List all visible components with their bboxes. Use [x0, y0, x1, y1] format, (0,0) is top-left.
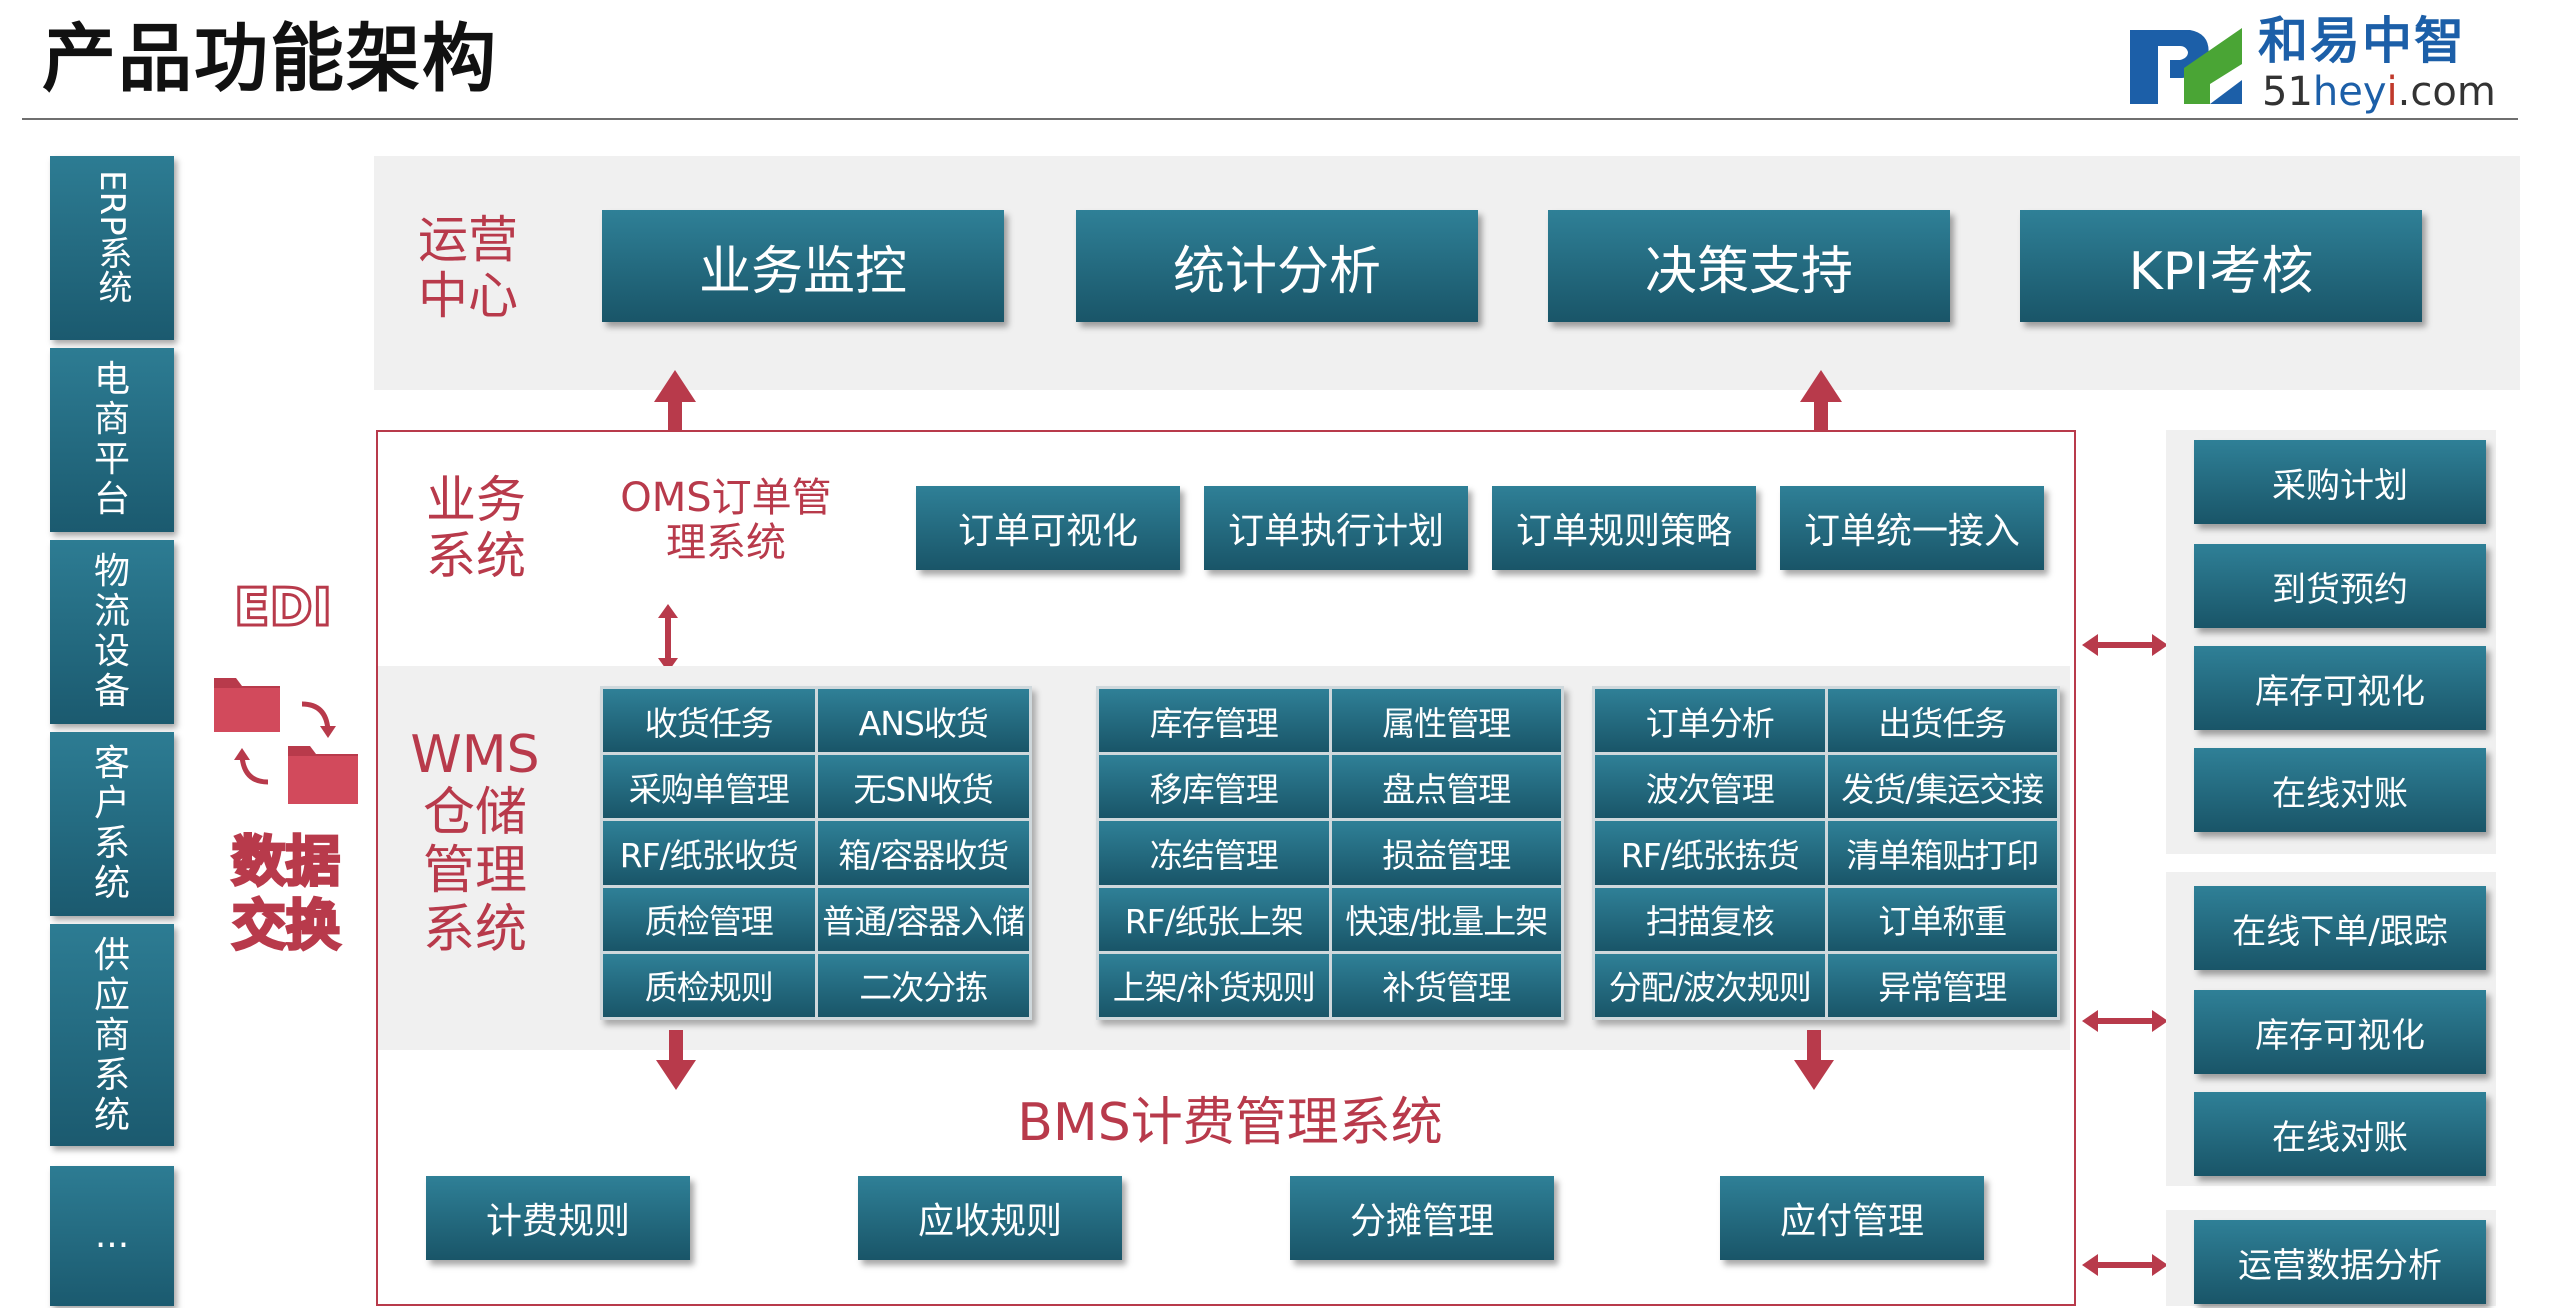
- wms-cell: 上架/补货规则: [1099, 953, 1329, 1017]
- wms-cell: 分配/波次规则: [1595, 953, 1825, 1017]
- logo-text-en: 51heyi.com: [2262, 69, 2496, 115]
- wms-cell: 补货管理: [1331, 953, 1561, 1017]
- procurement-plan: 采购计划: [2194, 440, 2486, 524]
- system-ecommerce: 电商平台: [50, 348, 174, 532]
- wms-cell: RF/纸张上架: [1099, 887, 1329, 951]
- arrow-leftright-icon: [2082, 634, 2168, 656]
- bms-label: BMS计费管理系统: [1017, 1093, 1443, 1153]
- wms-cell: 属性管理: [1331, 689, 1561, 753]
- wms-cell: 扫描复核: [1595, 887, 1825, 951]
- order-execution-plan: 订单执行计划: [1204, 486, 1468, 570]
- bms-payable: 应付管理: [1720, 1176, 1984, 1260]
- system-supplier: 供应商系统: [50, 924, 174, 1146]
- arrow-up-icon: [654, 370, 696, 432]
- core-systems-frame: [376, 430, 2076, 1306]
- ops-kpi: KPI考核: [2020, 210, 2422, 322]
- wms-cell: 订单称重: [1827, 887, 2057, 951]
- edi-label: EDI: [232, 577, 333, 640]
- operations-data-analysis: 运营数据分析: [2194, 1220, 2486, 1304]
- wms-cell: 库存管理: [1099, 689, 1329, 753]
- arrow-leftright-icon: [2082, 1254, 2168, 1276]
- arrow-up-icon: [1800, 370, 1842, 432]
- logo-text-cn: 和易中智: [2258, 12, 2466, 70]
- wms-cell: 无SN收货: [817, 755, 1029, 819]
- wms-label: WMS仓储管理系统: [410, 725, 540, 960]
- ops-decision-support: 决策支持: [1548, 210, 1950, 322]
- wms-cell: 出货任务: [1827, 689, 2057, 753]
- wms-cell: 二次分拣: [817, 953, 1029, 1017]
- wms-cell: 采购单管理: [603, 755, 815, 819]
- wms-cell: RF/纸张收货: [603, 821, 815, 885]
- wms-cell: 冻结管理: [1099, 821, 1329, 885]
- logo-icon: [2130, 28, 2242, 104]
- wms-cell: 发货/集运交接: [1827, 755, 2057, 819]
- system-erp: ERP系统: [50, 156, 174, 340]
- wms-inventory-group: 库存管理 属性管理 移库管理 盘点管理 冻结管理 损益管理 RF/纸张上架 快速…: [1096, 686, 1564, 1020]
- wms-cell: ANS收货: [817, 689, 1029, 753]
- oms-label: OMS订单管理系统: [620, 475, 832, 566]
- online-reconciliation: 在线对账: [2194, 748, 2486, 832]
- wms-cell: RF/纸张拣货: [1595, 821, 1825, 885]
- business-label: 业务系统: [426, 471, 526, 585]
- bms-allocation: 分摊管理: [1290, 1176, 1554, 1260]
- wms-cell: 移库管理: [1099, 755, 1329, 819]
- wms-cell: 质检规则: [603, 953, 815, 1017]
- system-customer: 客户系统: [50, 732, 174, 916]
- wms-cell: 普通/容器入储: [817, 887, 1029, 951]
- online-order-tracking: 在线下单/跟踪: [2194, 886, 2486, 970]
- title-divider: [22, 118, 2518, 120]
- order-visualization: 订单可视化: [916, 486, 1180, 570]
- system-logistics: 物流设备: [50, 540, 174, 724]
- system-more: ...: [50, 1166, 174, 1306]
- order-unified-access: 订单统一接入: [1780, 486, 2044, 570]
- wms-cell: 快速/批量上架: [1331, 887, 1561, 951]
- bms-receivable-rules: 应收规则: [858, 1176, 1122, 1260]
- ops-statistics: 统计分析: [1076, 210, 1478, 322]
- wms-cell: 收货任务: [603, 689, 815, 753]
- wms-cell: 质检管理: [603, 887, 815, 951]
- arrow-down-icon: [656, 1030, 696, 1090]
- wms-cell: 清单箱贴打印: [1827, 821, 2057, 885]
- inventory-visibility: 库存可视化: [2194, 990, 2486, 1074]
- bms-billing-rules: 计费规则: [426, 1176, 690, 1260]
- wms-cell: 箱/容器收货: [817, 821, 1029, 885]
- arrow-leftright-icon: [2082, 1010, 2168, 1032]
- online-reconciliation: 在线对账: [2194, 1092, 2486, 1176]
- wms-cell: 波次管理: [1595, 755, 1825, 819]
- page-title: 产品功能架构: [42, 16, 498, 102]
- arrow-down-icon: [1794, 1030, 1834, 1090]
- arrival-appointment: 到货预约: [2194, 544, 2486, 628]
- ops-business-monitoring: 业务监控: [602, 210, 1004, 322]
- wms-cell: 订单分析: [1595, 689, 1825, 753]
- wms-inbound-group: 收货任务 ANS收货 采购单管理 无SN收货 RF/纸张收货 箱/容器收货 质检…: [600, 686, 1032, 1020]
- data-exchange-icon: [214, 678, 358, 804]
- wms-cell: 异常管理: [1827, 953, 2057, 1017]
- wms-cell: 盘点管理: [1331, 755, 1561, 819]
- arrow-updown-icon: [658, 604, 678, 672]
- wms-outbound-group: 订单分析 出货任务 波次管理 发货/集运交接 RF/纸张拣货 清单箱贴打印 扫描…: [1592, 686, 2060, 1020]
- inventory-visibility: 库存可视化: [2194, 646, 2486, 730]
- ops-center-label: 运营中心: [418, 211, 518, 325]
- order-rule-strategy: 订单规则策略: [1492, 486, 1756, 570]
- wms-cell: 损益管理: [1331, 821, 1561, 885]
- data-exchange-label: 数据交换: [231, 829, 342, 959]
